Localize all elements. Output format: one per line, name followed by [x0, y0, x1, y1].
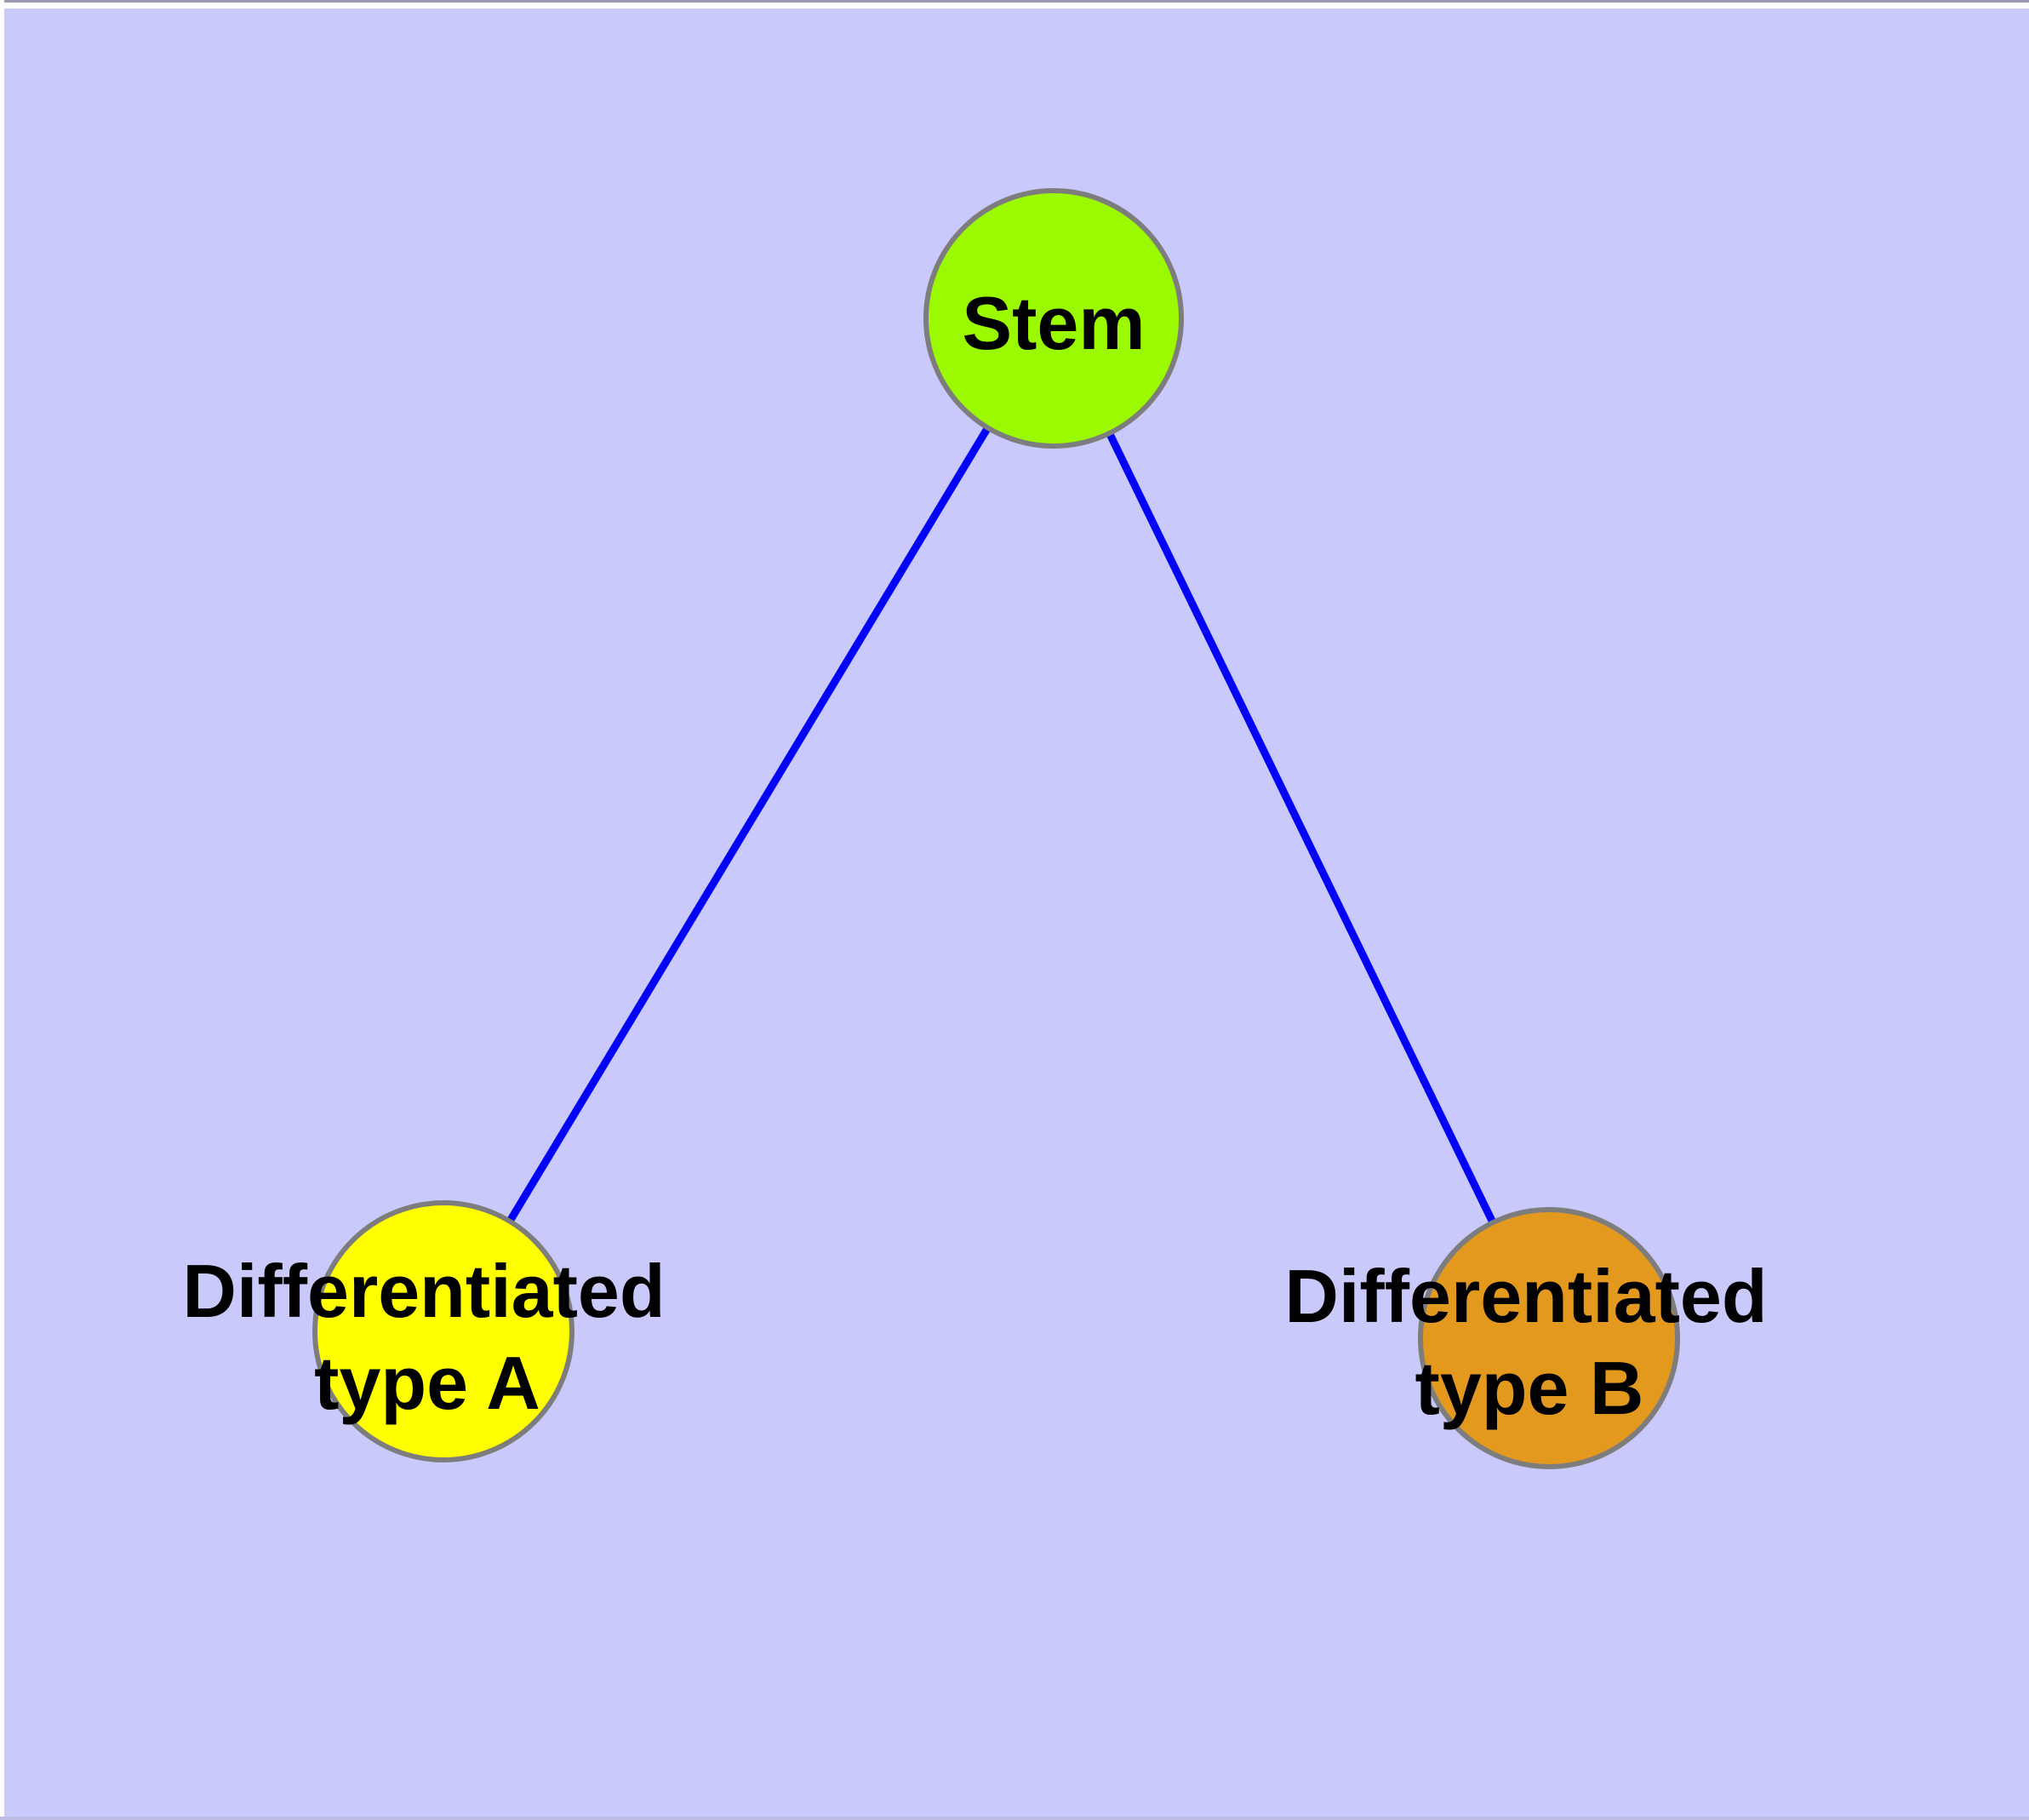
node-differentiated-type-b — [1418, 1207, 1680, 1469]
left-edge-strip — [0, 0, 4, 1820]
edge-stem-to-type-b — [1049, 317, 1553, 1340]
node-type-b-label-line2: type B — [1415, 1346, 1644, 1430]
node-type-a-label-line2: type A — [314, 1341, 540, 1425]
top-edge-strip — [0, 0, 2029, 9]
edge-stem-to-type-a — [440, 316, 1057, 1334]
node-type-a-label-line1: Differentiated — [182, 1249, 665, 1333]
node-stem-label: Stem — [962, 281, 1145, 365]
top-edge-line — [0, 0, 2029, 3]
bottom-edge-line — [0, 1817, 2029, 1820]
node-type-b-label-line1: Differentiated — [1284, 1254, 1767, 1338]
node-stem — [923, 188, 1184, 449]
node-differentiated-type-a — [312, 1200, 574, 1462]
